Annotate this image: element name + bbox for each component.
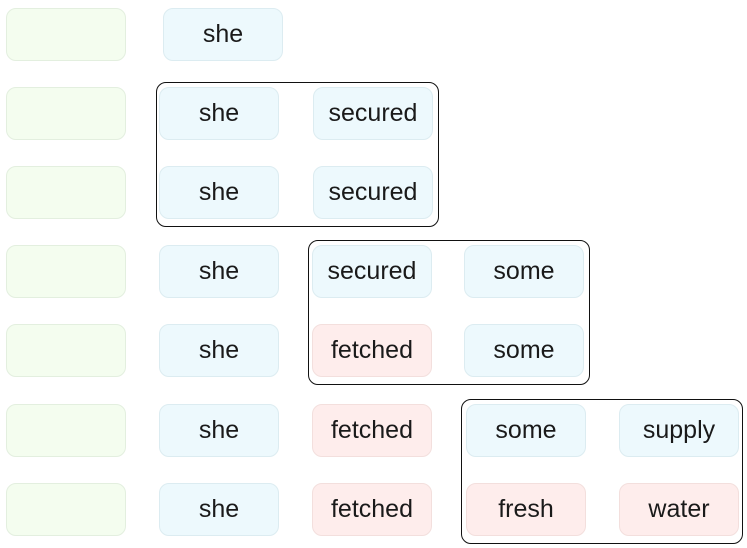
token-cell: she: [159, 166, 279, 219]
token-cell: fetched: [312, 404, 432, 457]
group-box: [308, 240, 590, 385]
row-slot: [6, 324, 126, 377]
token-cell: secured: [313, 166, 433, 219]
group-box: [461, 399, 743, 544]
token-cell: secured: [312, 245, 432, 298]
token-cell: she: [163, 8, 283, 61]
token-cell: she: [159, 324, 279, 377]
token-cell: some: [464, 324, 584, 377]
token-cell: she: [159, 483, 279, 536]
row-slot: [6, 166, 126, 219]
group-box: [156, 82, 439, 227]
token-cell: fresh: [466, 483, 586, 536]
token-cell: she: [159, 404, 279, 457]
token-cell: some: [466, 404, 586, 457]
row-slot: [6, 483, 126, 536]
token-cell: water: [619, 483, 739, 536]
token-cell: secured: [313, 87, 433, 140]
token-cell: she: [159, 245, 279, 298]
token-cell: supply: [619, 404, 739, 457]
token-cell: some: [464, 245, 584, 298]
row-slot: [6, 87, 126, 140]
row-slot: [6, 245, 126, 298]
token-cell: fetched: [312, 483, 432, 536]
row-slot: [6, 404, 126, 457]
token-cell: fetched: [312, 324, 432, 377]
row-slot: [6, 8, 126, 61]
token-cell: she: [159, 87, 279, 140]
